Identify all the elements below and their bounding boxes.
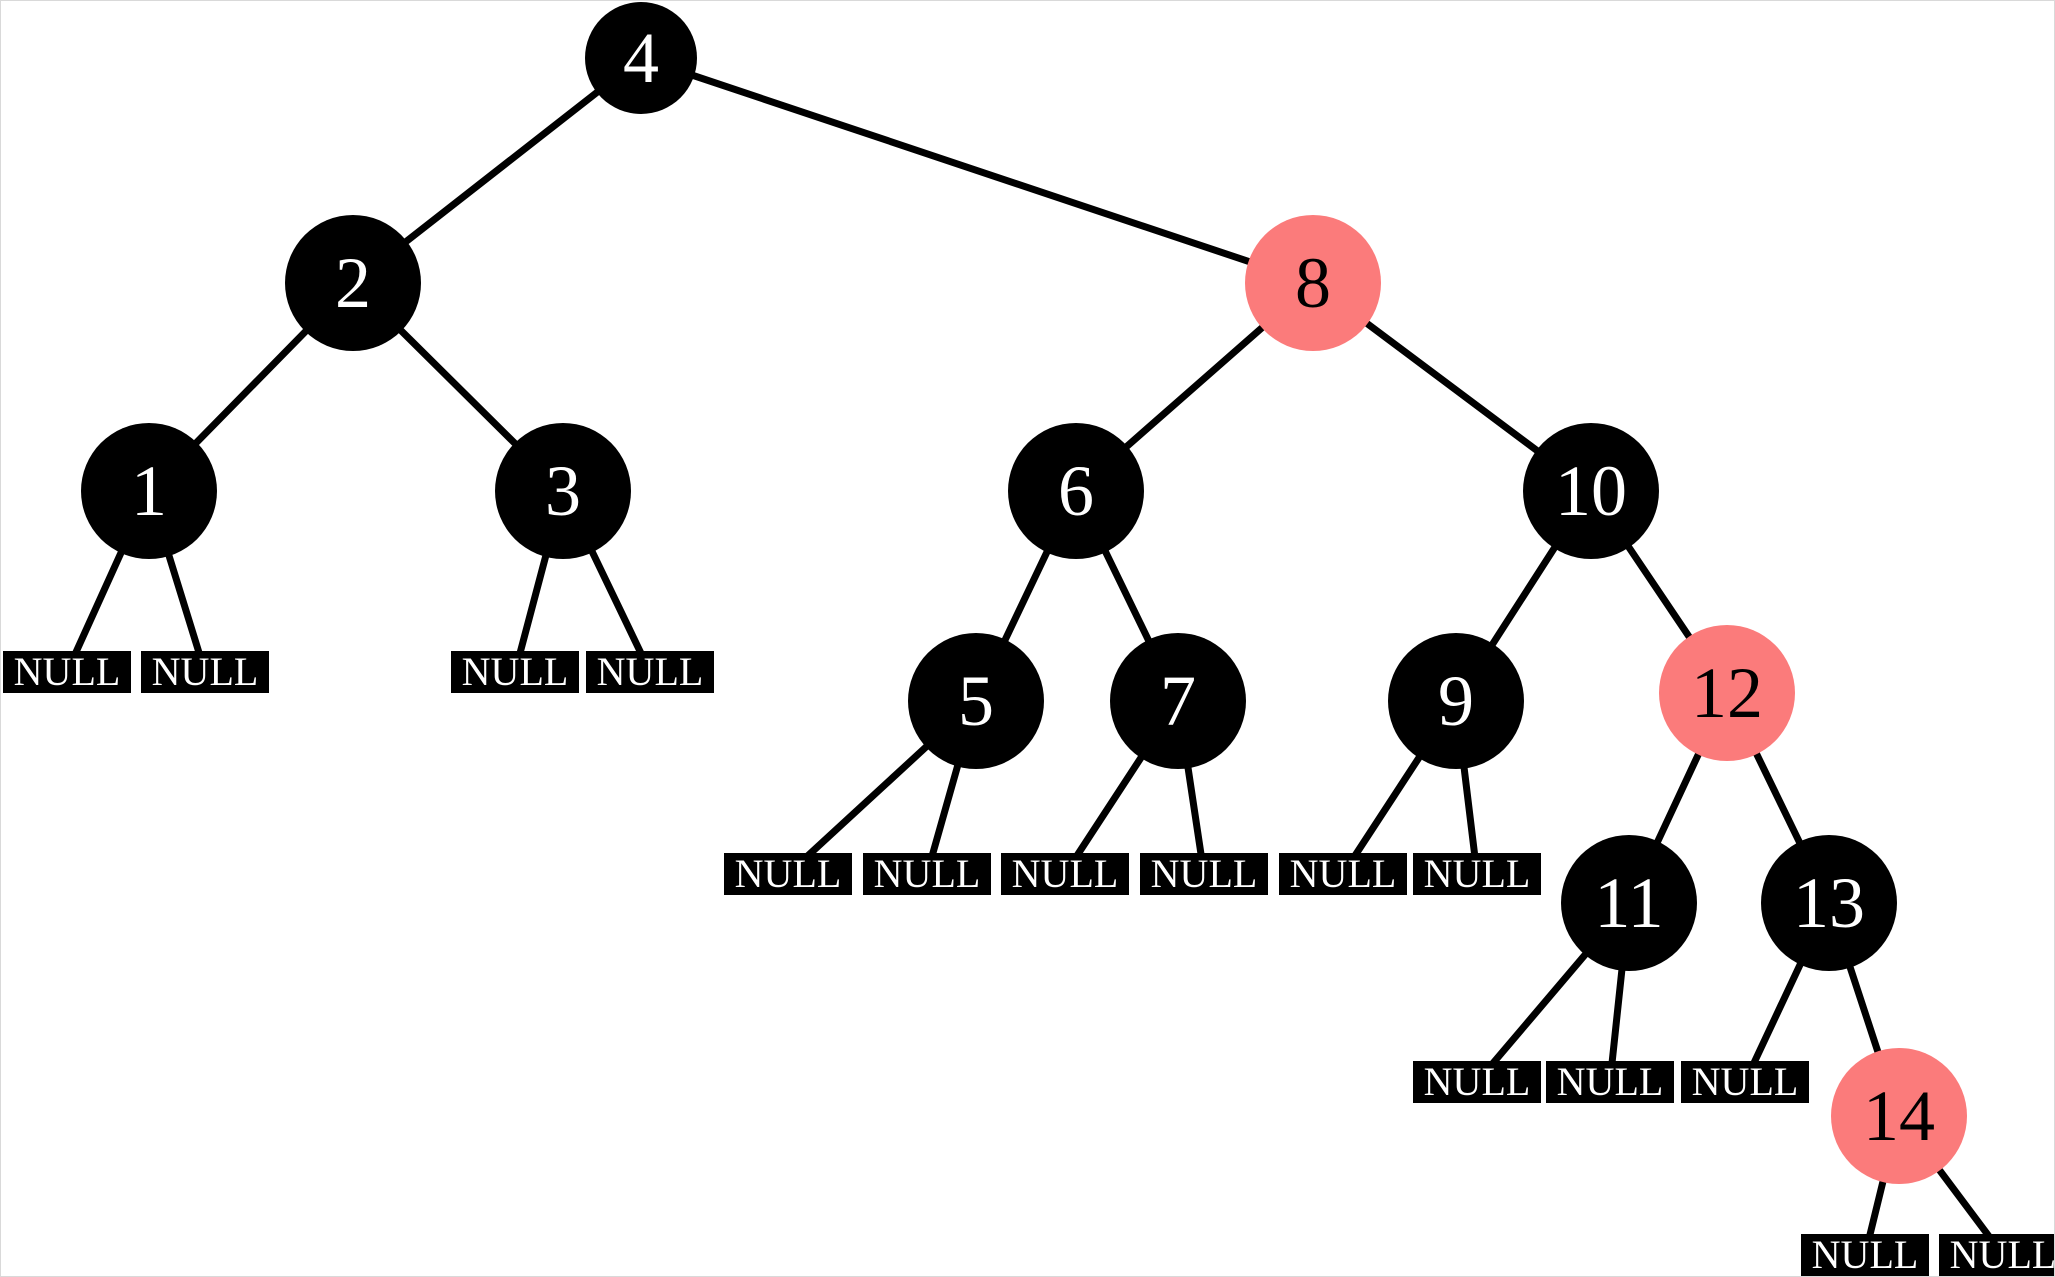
tree-node-7[interactable]: 7 xyxy=(1110,633,1246,769)
tree-nil-leaf: NULL xyxy=(1413,1061,1541,1103)
tree-node-1[interactable]: 1 xyxy=(81,423,217,559)
tree-edge-n12-n13 xyxy=(1750,745,1806,851)
tree-nil-leaf: NULL xyxy=(1140,853,1268,895)
tree-node-label: 14 xyxy=(1863,1076,1935,1156)
tree-edge-n11-x11 xyxy=(1485,946,1593,1072)
tree-nil-leaf-label: NULL xyxy=(1811,1232,1919,1277)
tree-edge-n2-n3 xyxy=(393,323,523,451)
tree-node-10[interactable]: 10 xyxy=(1523,423,1659,559)
tree-edge-n9-x9 xyxy=(1349,749,1426,862)
tree-node-label: 7 xyxy=(1160,661,1196,741)
tree-nil-leaf: NULL xyxy=(724,853,852,895)
tree-nil-leaf: NULL xyxy=(863,853,991,895)
tree-nil-leaf: NULL xyxy=(1939,1232,2055,1277)
tree-edge-n4-n2 xyxy=(398,85,606,249)
tree-node-2[interactable]: 2 xyxy=(285,215,421,351)
tree-edge-n1-x2 xyxy=(163,546,203,658)
tree-node-6[interactable]: 6 xyxy=(1008,423,1144,559)
tree-nil-leaf-label: NULL xyxy=(1423,1059,1531,1104)
tree-nil-leaf-label: NULL xyxy=(13,649,121,694)
tree-nil-leaf-label: NULL xyxy=(1289,851,1397,896)
tree-node-label: 13 xyxy=(1793,863,1865,943)
tree-nil-leaf-label: NULL xyxy=(873,851,981,896)
tree-nil-leaf: NULL xyxy=(1001,853,1129,895)
tree-edge-n13-x13 xyxy=(1749,955,1807,1069)
tree-node-label: 2 xyxy=(335,243,371,323)
tree-nil-leaf-label: NULL xyxy=(734,851,842,896)
tree-nil-leaf: NULL xyxy=(586,651,714,693)
tree-node-label: 12 xyxy=(1691,653,1763,733)
tree-edge-n3-x4 xyxy=(586,543,646,659)
tree-edge-n7-x8 xyxy=(1183,758,1205,859)
tree-edge-n14-x14 xyxy=(1866,1172,1888,1241)
tree-nil-leaf-label: NULL xyxy=(596,649,704,694)
tree-nil-leaf-label: NULL xyxy=(1556,1059,1664,1104)
tree-nil-leaf: NULL xyxy=(1413,853,1541,895)
tree-node-label: 1 xyxy=(131,451,167,531)
tree-node-13[interactable]: 13 xyxy=(1761,835,1897,971)
tree-node-5[interactable]: 5 xyxy=(908,633,1044,769)
tree-edge-n6-n7 xyxy=(1099,543,1155,649)
tree-node-14[interactable]: 14 xyxy=(1831,1048,1967,1184)
tree-edge-n2-n1 xyxy=(188,323,314,451)
tree-edge-n10-n12 xyxy=(1622,538,1696,646)
tree-edge-n1-x1 xyxy=(71,543,127,659)
tree-edge-n12-n11 xyxy=(1651,745,1705,851)
tree-edge-n4-n8 xyxy=(684,70,1258,267)
tree-edge-n14-x15 xyxy=(1932,1162,1996,1244)
tree-nil-leaf: NULL xyxy=(141,651,269,693)
tree-edge-n8-n10 xyxy=(1359,316,1545,458)
tree-node-label: 10 xyxy=(1555,451,1627,531)
tree-nil-leaf-label: NULL xyxy=(1691,1059,1799,1104)
tree-edge-n13-n14 xyxy=(1844,958,1884,1061)
tree-nil-leaf: NULL xyxy=(1546,1061,1674,1103)
tree-nil-leaf-label: NULL xyxy=(1150,851,1258,896)
tree-edge-n3-x3 xyxy=(516,547,551,658)
tree-node-3[interactable]: 3 xyxy=(495,423,631,559)
tree-nil-leaf-label: NULL xyxy=(1011,851,1119,896)
tree-node-12[interactable]: 12 xyxy=(1659,625,1795,761)
tree-edge-n6-n5 xyxy=(999,543,1053,649)
tree-node-label: 5 xyxy=(958,661,994,741)
tree-edge-n10-n9 xyxy=(1486,539,1561,653)
tree-node-label: 8 xyxy=(1295,243,1331,323)
tree-edge-n11-x12 xyxy=(1608,961,1626,1067)
tree-edge-n9-x10 xyxy=(1459,759,1479,859)
tree-nil-leaf-label: NULL xyxy=(461,649,569,694)
tree-nil-leaf-label: NULL xyxy=(151,649,259,694)
tree-node-8[interactable]: 8 xyxy=(1245,215,1381,351)
tree-nil-leaf-label: NULL xyxy=(1423,851,1531,896)
tree-node-label: 4 xyxy=(623,18,659,98)
tree-edge-n7-x7 xyxy=(1071,749,1148,862)
tree-node-label: 9 xyxy=(1438,661,1474,741)
tree-nil-leaf: NULL xyxy=(3,651,131,693)
tree-edge-n8-n6 xyxy=(1119,320,1270,454)
tree-node-label: 11 xyxy=(1594,863,1664,943)
tree-edge-n5-x6 xyxy=(928,757,963,860)
tree-nil-leaf: NULL xyxy=(1681,1061,1809,1103)
tree-nil-leaf-label: NULL xyxy=(1949,1232,2055,1277)
tree-node-label: 6 xyxy=(1058,451,1094,531)
tree-node-9[interactable]: 9 xyxy=(1388,633,1524,769)
tree-nil-leaf: NULL xyxy=(1801,1234,1929,1276)
tree-nil-leaf: NULL xyxy=(1279,853,1407,895)
tree-node-11[interactable]: 11 xyxy=(1561,835,1697,971)
tree-node-4[interactable]: 4 xyxy=(585,2,697,114)
tree-nil-leaf: NULL xyxy=(451,651,579,693)
tree-edge-n5-x5 xyxy=(798,739,934,865)
tree-node-label: 3 xyxy=(545,451,581,531)
